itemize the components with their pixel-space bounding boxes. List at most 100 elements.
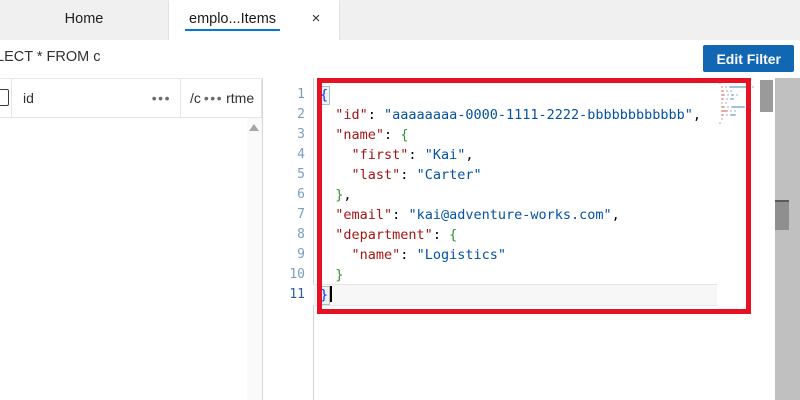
minimap-line: [725, 102, 727, 104]
tab-employee-items[interactable]: emplo...Items ×: [168, 0, 340, 40]
tab-employee-items-label: emplo...Items: [185, 11, 281, 31]
edit-filter-button[interactable]: Edit Filter: [703, 45, 794, 72]
ellipsis-icon: •••: [203, 90, 224, 106]
grid-vertical-scrollbar[interactable]: [247, 118, 262, 400]
minimap-line: [730, 114, 736, 116]
code-token-brace2: {: [449, 227, 458, 243]
minimap-line: [730, 98, 734, 100]
minimap-line: [725, 86, 727, 88]
editor-minimap[interactable]: [717, 78, 759, 400]
code-token-sp: [319, 167, 352, 183]
line-number: 6: [297, 187, 305, 202]
tab-strip: Home emplo...Items ×: [0, 0, 800, 40]
minimap-line: [747, 106, 749, 108]
minimap-line: [731, 94, 734, 96]
grid-column-department-prefix: /c: [190, 90, 201, 106]
code-line[interactable]: },: [313, 185, 352, 205]
code-token-key: "id": [335, 107, 368, 123]
code-line[interactable]: "first": "Kai",: [313, 145, 474, 165]
code-token-str: "Logistics": [416, 247, 506, 263]
code-token-punct: ,: [343, 187, 352, 203]
results-grid: id ••• /c ••• rtme: [0, 78, 262, 400]
code-token-sp: [319, 107, 335, 123]
editor-scroll-thumb[interactable]: [760, 80, 773, 112]
code-line[interactable]: "email": "kai@adventure-works.com",: [313, 205, 620, 225]
grid-body: [0, 118, 262, 400]
code-token-sp: [319, 147, 352, 163]
code-token-punct: :: [367, 107, 385, 123]
grid-column-department[interactable]: /c ••• rtme: [181, 79, 262, 117]
editor-vertical-scrollbar[interactable]: [759, 78, 775, 400]
line-number: 10: [289, 267, 305, 282]
query-bar: LECT * FROM c Edit Filter: [0, 40, 800, 78]
code-line[interactable]: {: [313, 85, 331, 105]
line-number: 9: [297, 247, 305, 262]
code-token-punct: :: [384, 127, 401, 143]
line-number: 3: [297, 127, 305, 142]
checkbox-icon[interactable]: [0, 89, 9, 106]
grid-select-all-cell[interactable]: [0, 79, 11, 117]
minimap-line: [736, 94, 738, 96]
minimap-line: [731, 106, 745, 108]
code-line[interactable]: "last": "Carter": [313, 165, 482, 185]
code-token-key: "department": [335, 227, 433, 243]
minimap-line: [729, 86, 750, 88]
code-token-str: "Carter": [416, 167, 482, 183]
tab-home[interactable]: Home: [0, 0, 168, 40]
code-line[interactable]: "id": "aaaaaaaa-0000-1111-2222-bbbbbbbbb…: [313, 105, 701, 125]
code-token-sp: [319, 207, 335, 223]
minimap-line: [721, 94, 725, 96]
query-text: LECT * FROM c: [0, 49, 101, 65]
code-token-brace2: }: [335, 267, 344, 283]
tab-strip-empty-area: [341, 0, 800, 40]
line-number: 5: [297, 167, 305, 182]
code-token-key: "first": [351, 147, 409, 163]
minimap-line: [721, 102, 723, 104]
matching-brace: {: [318, 86, 331, 105]
page-scroll-thumb[interactable]: [775, 200, 789, 230]
minimap-line: [727, 94, 729, 96]
line-number: 7: [297, 207, 305, 222]
code-token-key: "name": [351, 247, 401, 263]
code-token-punct: :: [392, 207, 409, 223]
code-token-punct: :: [400, 167, 417, 183]
close-icon[interactable]: ×: [311, 10, 321, 27]
code-token-sp: [319, 267, 335, 283]
matching-brace: }: [318, 286, 331, 305]
minimap-line: [721, 118, 723, 120]
grid-header-row: id ••• /c ••• rtme: [0, 79, 262, 118]
code-token-punct: :: [432, 227, 450, 243]
code-line[interactable]: }: [313, 265, 343, 285]
scroll-up-arrow-icon[interactable]: [249, 124, 259, 131]
line-number: 8: [297, 227, 305, 242]
ellipsis-icon[interactable]: •••: [151, 90, 171, 106]
minimap-line: [727, 106, 729, 108]
grid-column-department-suffix: rtme: [226, 90, 255, 106]
page-vertical-scrollbar[interactable]: [775, 78, 800, 400]
minimap-line: [726, 90, 728, 92]
minimap-line: [719, 122, 721, 124]
code-line[interactable]: "name": "Logistics": [313, 245, 506, 265]
code-line[interactable]: }: [313, 284, 717, 306]
code-token-punct: :: [408, 147, 425, 163]
code-token-brace2: {: [400, 127, 409, 143]
line-number: 1: [297, 87, 305, 102]
code-token-sp: [319, 127, 335, 143]
minimap-line: [721, 86, 723, 88]
code-line[interactable]: "department": {: [313, 225, 457, 245]
grid-column-id[interactable]: id •••: [11, 79, 181, 117]
code-token-brace2: }: [335, 187, 344, 203]
code-token-sp: [319, 227, 335, 243]
minimap-line: [730, 110, 732, 112]
line-number: 2: [297, 107, 305, 122]
code-token-punct: ,: [465, 147, 474, 163]
code-token-punct: :: [400, 247, 417, 263]
indent-guide: [313, 78, 314, 400]
editor-code-area[interactable]: { "id": "aaaaaaaa-0000-1111-2222-bbbbbbb…: [313, 78, 717, 400]
code-line[interactable]: "name": {: [313, 125, 408, 145]
code-token-punct: ,: [692, 107, 702, 123]
code-token-punct: ,: [611, 207, 620, 223]
